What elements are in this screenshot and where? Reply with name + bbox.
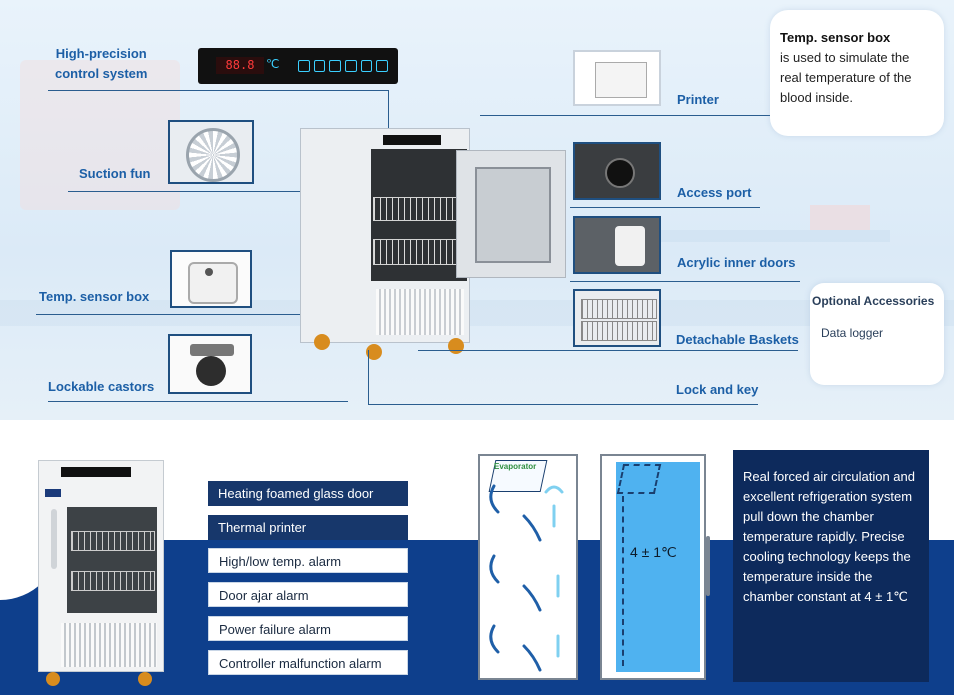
cooled-chamber-diagram: 4 ± 1℃ [600,454,710,680]
label-access-port: Access port [677,185,752,200]
castor-wheel [46,672,60,686]
suction-fan-image [168,120,254,184]
castor-wheel [448,338,464,354]
control-panel-image: 88.8 ℃ [198,48,398,84]
sensor-card-title: Temp. sensor box [780,30,891,45]
feature-item-thermal-printer: Thermal printer [208,515,408,540]
accessories-title: Optional Accessories [812,294,935,308]
leader-line [68,191,368,192]
feature-item-door-ajar: Door ajar alarm [208,582,408,607]
background-tubes [810,205,870,230]
feature-item-temp-alarm: High/low temp. alarm [208,548,408,573]
leader-line [570,281,800,282]
inner-doors-image [573,216,661,274]
chamber-temp-label: 4 ± 1℃ [630,544,677,560]
label-lock-and-key: Lock and key [676,382,759,397]
accessories-item: Data logger [821,326,884,340]
leader-line [368,350,369,405]
feature-item-controller-malfunction: Controller malfunction alarm [208,650,408,675]
refrigerator-front-image [38,460,164,672]
feature-item-power-failure: Power failure alarm [208,616,408,641]
label-suction-fan: Suction fun [79,166,151,181]
castor-wheel [138,672,152,686]
background-bench [0,300,954,326]
temp-sensor-box-image [170,250,252,308]
access-port-image [573,142,661,200]
description-box: Real forced air circulation and excellen… [733,450,929,682]
chamber-fill [616,462,700,672]
leader-line [570,207,760,208]
airflow-diagram: Evaporator [478,454,578,680]
leader-line [36,314,306,315]
airflow-arrows [489,484,564,672]
accessories-card: Optional Accessories Data logger [810,283,944,385]
leader-line [368,404,758,405]
label-temp-sensor-box: Temp. sensor box [39,289,150,304]
label-acrylic-inner-doors: Acrylic inner doors [677,255,796,270]
product-hero: 88.8 ℃ High-precision control system Suc… [0,0,954,420]
castor-wheel [366,344,382,360]
label-control-system: High-precision control system [55,46,148,81]
background-table [630,230,890,242]
leader-line [48,90,388,91]
baskets-image [573,289,661,347]
background-shelf [20,60,180,210]
printer-image [573,50,661,106]
leader-line [388,90,389,130]
refrigerator-door [456,150,566,278]
sensor-info-card: Temp. sensor box is used to simulate the… [770,10,944,136]
leader-line [480,115,770,116]
leader-line [418,350,798,351]
label-printer: Printer [677,92,719,107]
sensor-card-body: is used to simulate the real temperature… [780,50,912,105]
refrigerator-image [300,128,470,343]
label-lockable-castors: Lockable castors [48,379,155,394]
label-detachable-baskets: Detachable Baskets [676,332,799,347]
castor-image [168,334,252,394]
castor-wheel [314,334,330,350]
feature-item-heating-door: Heating foamed glass door [208,481,408,506]
evaporator-label: Evaporator [494,462,537,471]
leader-line [48,401,348,402]
